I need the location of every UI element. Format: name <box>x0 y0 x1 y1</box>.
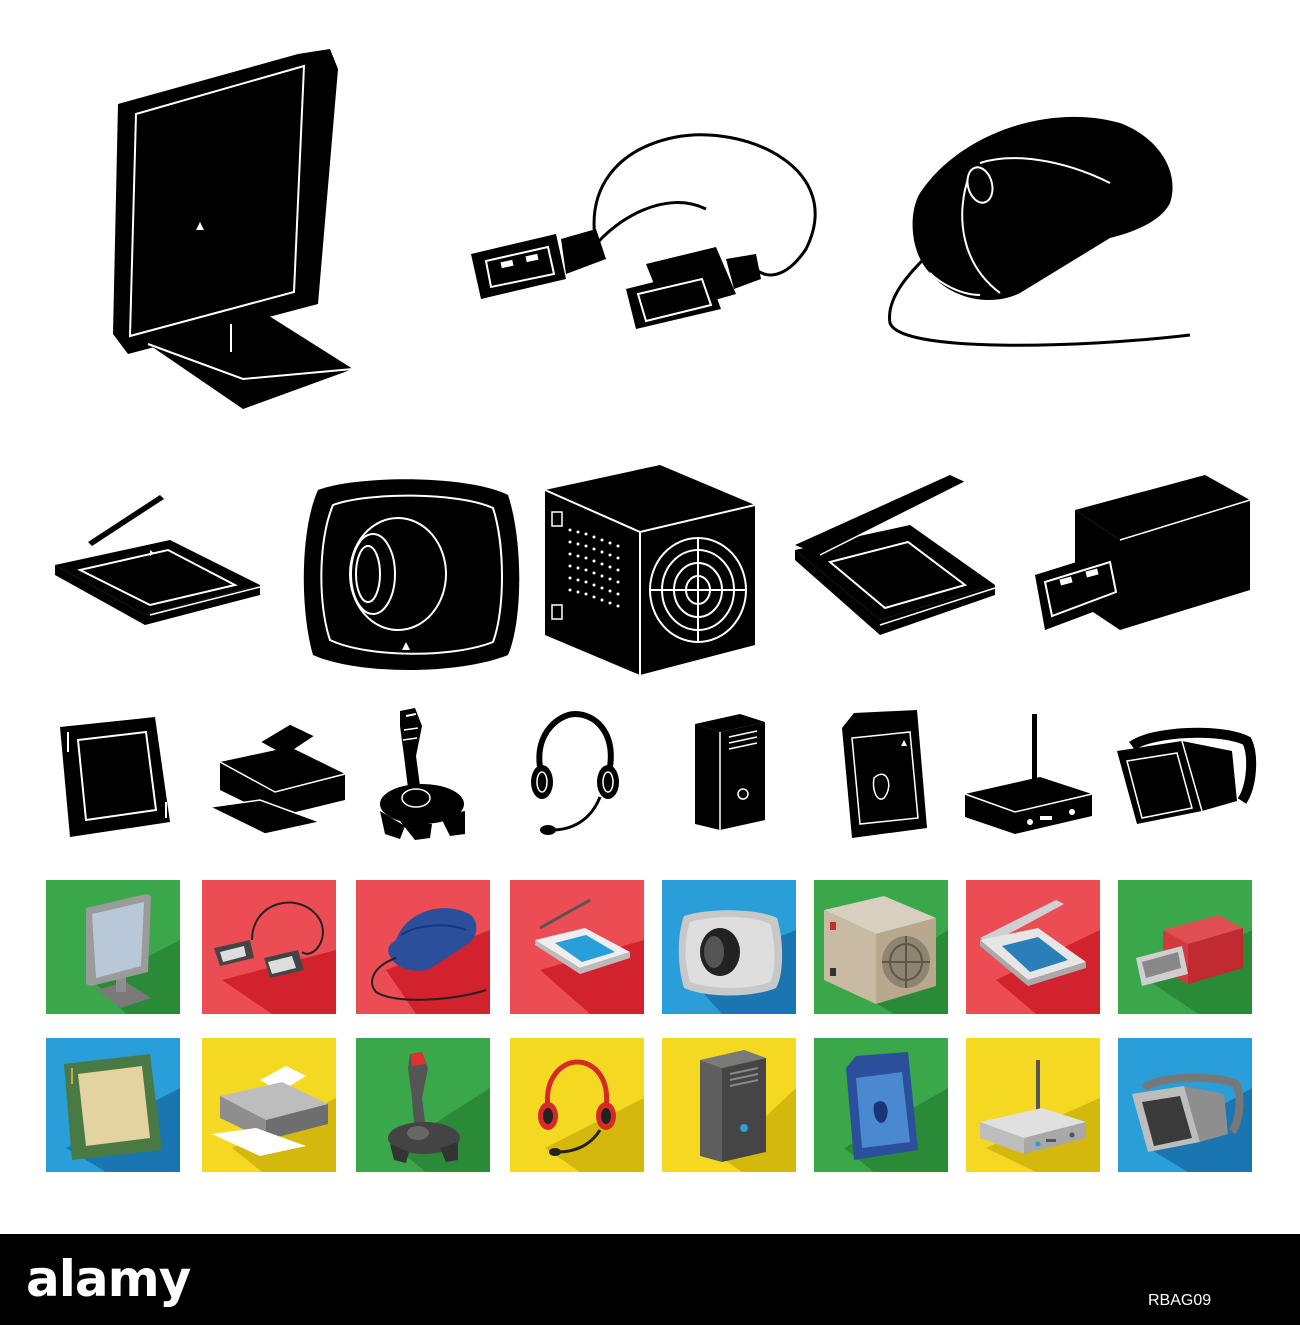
wifi-router-tile <box>966 1038 1100 1172</box>
webcam-icon <box>298 470 524 675</box>
vr-headset-icon <box>1112 726 1257 826</box>
printer-tile <box>202 1038 336 1172</box>
flatbed-scanner-icon <box>790 470 1002 660</box>
joystick-tile <box>356 1038 490 1172</box>
watermark-bar: alamy RBAG09 <box>0 1234 1300 1325</box>
usb-cable-tile <box>202 880 336 1014</box>
stock-id: RBAG09 <box>1148 1292 1212 1309</box>
computer-mouse-icon <box>880 113 1200 355</box>
cpu-processor-tile <box>46 1038 180 1172</box>
flatbed-scanner-tile <box>966 880 1100 1014</box>
system-unit-icon <box>685 712 773 830</box>
headset-tile <box>510 1038 644 1172</box>
graphics-tablet-tile <box>510 880 644 1014</box>
graphics-tablet-icon <box>50 490 265 625</box>
memory-card-tile <box>814 1038 948 1172</box>
power-supply-icon <box>540 460 760 680</box>
usb-flash-drive-tile <box>1118 880 1252 1014</box>
printer-icon <box>205 722 348 837</box>
system-unit-tile <box>662 1038 796 1172</box>
monitor-icon <box>108 44 360 414</box>
computer-mouse-tile <box>356 880 490 1014</box>
joystick-icon <box>370 706 475 844</box>
brand-logo: alamy <box>26 1250 191 1308</box>
headset-icon <box>530 710 620 838</box>
webcam-tile <box>662 880 796 1014</box>
usb-cable-icon <box>466 129 832 329</box>
wifi-router-icon <box>960 712 1097 837</box>
usb-flash-drive-icon <box>1030 470 1255 635</box>
monitor-tile <box>46 880 180 1014</box>
memory-card-icon <box>832 708 932 840</box>
vr-headset-tile <box>1118 1038 1252 1172</box>
cpu-processor-icon <box>50 712 178 840</box>
power-supply-tile <box>814 880 948 1014</box>
